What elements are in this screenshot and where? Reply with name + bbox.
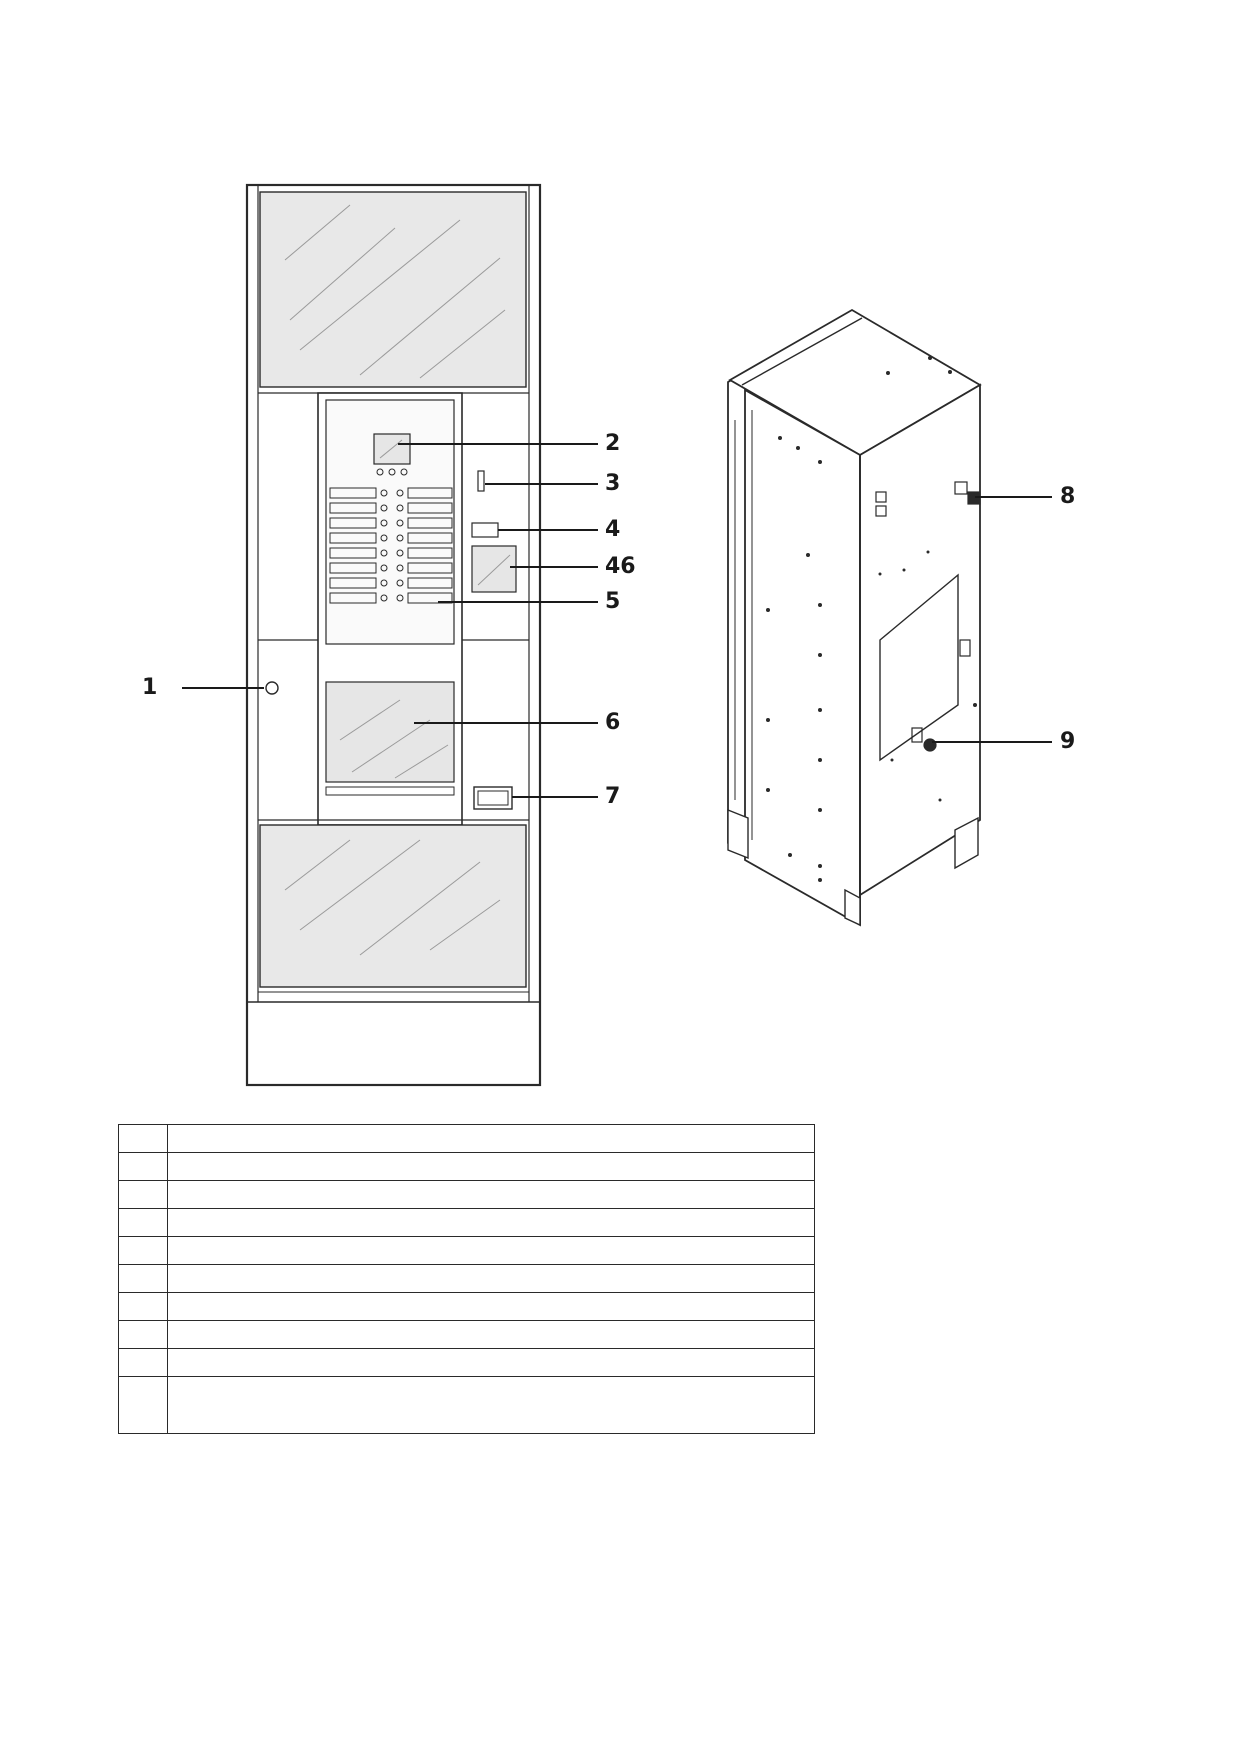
rear-leader-lines	[932, 496, 1052, 743]
front-cabinet	[245, 183, 542, 1087]
callout-3: 3	[605, 471, 621, 496]
door-lock	[265, 681, 279, 695]
legend-row	[118, 1208, 815, 1237]
legend-row	[118, 1180, 815, 1209]
top-glass-panel	[259, 191, 527, 388]
legend-row	[118, 1124, 815, 1153]
bottom-glass-panel	[259, 824, 527, 988]
legend-number	[118, 1320, 168, 1349]
callout-8: 8	[1060, 484, 1076, 509]
callout-7: 7	[605, 784, 621, 809]
legend-number	[118, 1208, 168, 1237]
legend-number	[118, 1152, 168, 1181]
callout-5: 5	[605, 589, 621, 614]
legend-description	[167, 1208, 815, 1237]
callout-2: 2	[605, 431, 621, 456]
legend-description	[167, 1348, 815, 1377]
legend-number	[118, 1264, 168, 1293]
legend-row	[118, 1376, 815, 1434]
lower-window	[325, 681, 455, 796]
callout-6: 6	[605, 710, 621, 735]
side-controls	[471, 470, 517, 593]
legend-row	[118, 1264, 815, 1293]
legend-description	[167, 1236, 815, 1265]
legend-description	[167, 1376, 815, 1434]
legend-row	[118, 1292, 815, 1321]
legend-description	[167, 1152, 815, 1181]
legend-number	[118, 1124, 168, 1153]
legend-description	[167, 1292, 815, 1321]
legend-row	[118, 1320, 815, 1349]
callout-46: 46	[605, 554, 636, 579]
legend-description	[167, 1264, 815, 1293]
legend-row	[118, 1348, 815, 1377]
legend-number	[118, 1376, 168, 1434]
front-leader-lines	[182, 443, 598, 798]
rear-cabinet	[727, 308, 982, 927]
legend-row	[118, 1152, 815, 1181]
legend-number	[118, 1236, 168, 1265]
callout-4: 4	[605, 517, 621, 542]
callout-9: 9	[1060, 729, 1076, 754]
legend-number	[118, 1348, 168, 1377]
legend-description	[167, 1320, 815, 1349]
rear-details	[766, 356, 977, 882]
legend-number	[118, 1180, 168, 1209]
legend-number	[118, 1292, 168, 1321]
equipment-diagram	[182, 183, 1052, 1087]
legend-row	[118, 1236, 815, 1265]
indicator-grid	[329, 487, 453, 604]
legend-table	[118, 1124, 815, 1434]
callout-1: 1	[142, 675, 158, 700]
legend-description	[167, 1180, 815, 1209]
legend-description	[167, 1124, 815, 1153]
